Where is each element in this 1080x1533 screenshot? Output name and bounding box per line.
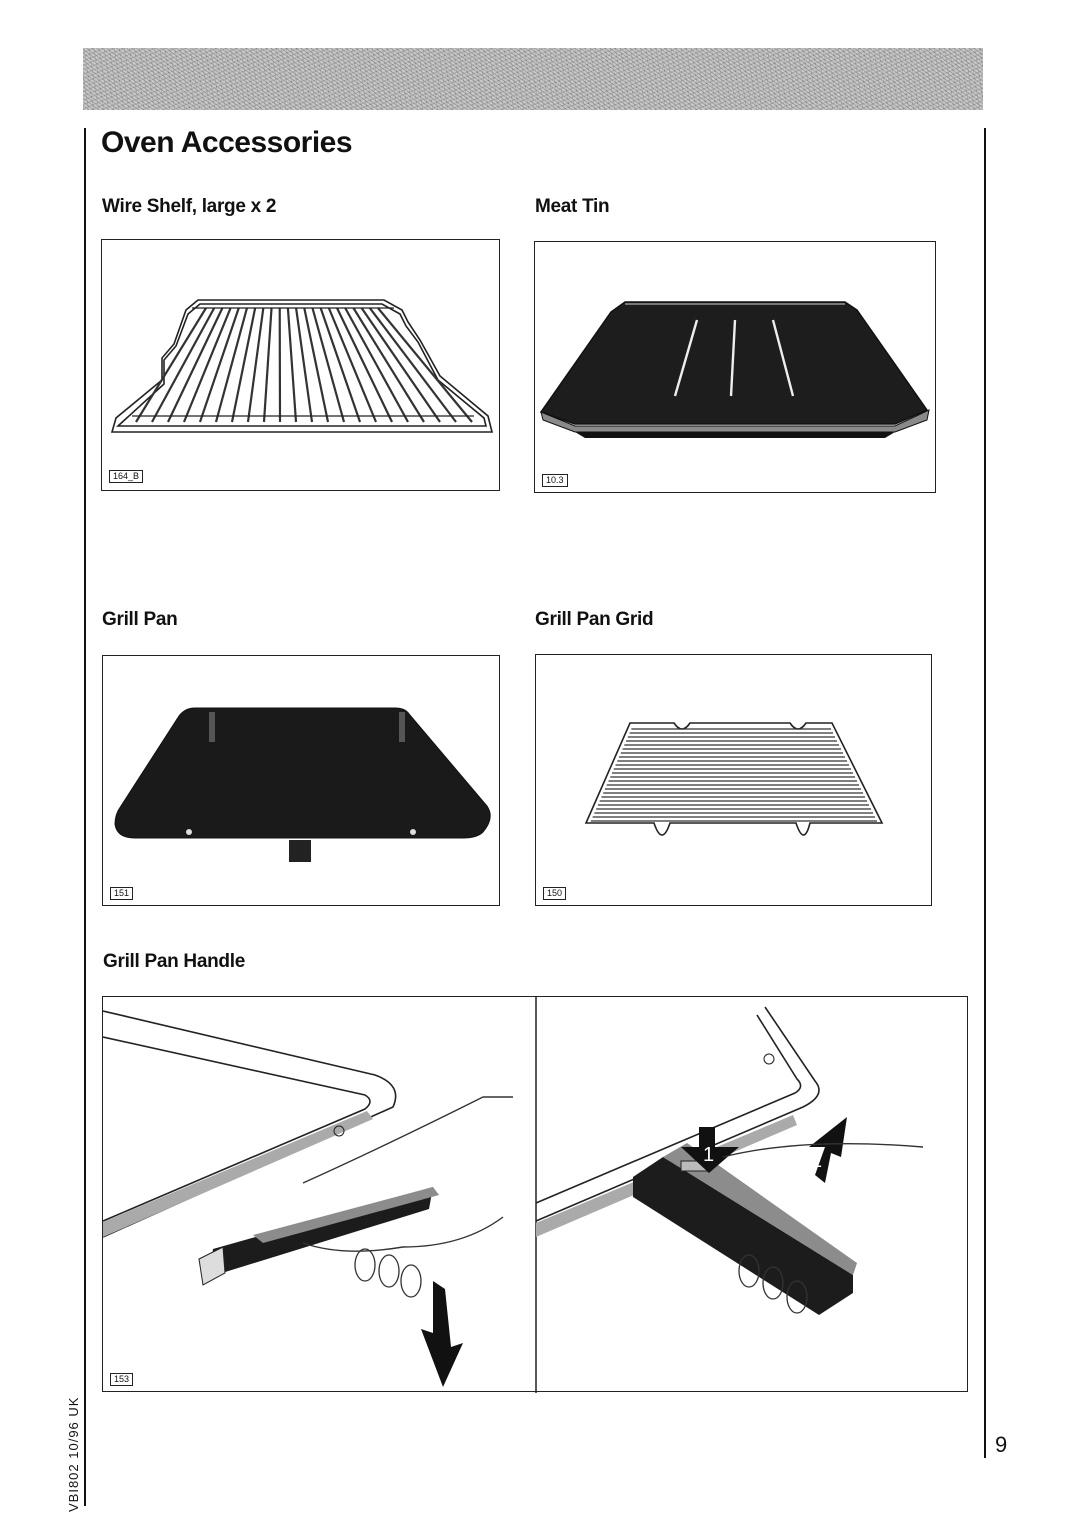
header-banner	[83, 48, 983, 110]
shelf-wire	[319, 307, 362, 423]
shelf-wire	[230, 307, 257, 423]
meat-tin-label: Meat Tin	[535, 196, 610, 217]
document-code: VBI802 10/96 UK	[66, 1312, 83, 1512]
wire-shelf-illustration	[110, 299, 494, 433]
step-1-marker: 1	[703, 1144, 714, 1166]
grill-pan-label: Grill Pan	[102, 609, 178, 630]
page-title: Oven Accessories	[101, 126, 353, 159]
grill-pan-handle-label: Grill Pan Handle	[103, 951, 245, 972]
shelf-wire	[344, 307, 409, 423]
shelf-wire	[311, 307, 346, 423]
shelf-wire	[182, 307, 232, 423]
shelf-wire	[336, 307, 393, 423]
shelf-wire	[246, 307, 265, 423]
shelf-wire	[327, 307, 378, 423]
shelf-wire	[262, 307, 273, 423]
document-code-text: VBI802 10/96 UK	[66, 1396, 81, 1512]
step-2-marker: 2	[811, 1150, 822, 1172]
shelf-wire	[135, 307, 207, 423]
meat-tin-code: 10.3	[542, 474, 568, 487]
grill-pan-grid-label: Grill Pan Grid	[535, 609, 654, 630]
shelf-wire	[360, 307, 441, 423]
grill-pan-grid-illustration	[584, 722, 884, 836]
shelf-wire	[151, 307, 216, 423]
shelf-wire	[214, 307, 249, 423]
wire-shelf-label: Wire Shelf, large x 2	[102, 196, 277, 217]
grill-pan-handle-code: 153	[110, 1373, 134, 1386]
left-margin-rule	[84, 128, 86, 1506]
grill-pan-figure: 151	[102, 655, 500, 906]
shelf-wire	[377, 307, 473, 423]
shelf-wire	[295, 307, 314, 423]
page-number: 9	[995, 1432, 1008, 1457]
shelf-wire	[198, 307, 240, 423]
grill-pan-grid-figure: 150	[535, 654, 932, 906]
shelf-wire	[303, 307, 330, 423]
shelf-wire	[352, 307, 425, 423]
grill-pan-illustration	[114, 707, 491, 862]
meat-tin-figure: 10.3	[534, 241, 936, 493]
wire-shelf-figure: 164_B	[101, 239, 500, 491]
meat-tin-illustration	[539, 301, 930, 438]
grill-pan-handle-illustration: 1 2	[103, 997, 924, 1393]
right-margin-rule	[984, 128, 986, 1458]
grill-pan-grid-code: 150	[543, 887, 567, 900]
grill-pan-handle-figure: 1 2 153	[102, 996, 968, 1393]
shelf-wire	[286, 307, 298, 423]
wire-shelf-code: 164_B	[109, 470, 144, 483]
grill-pan-code: 151	[110, 887, 134, 900]
shelf-wire	[167, 307, 224, 423]
shelf-wire	[368, 307, 457, 423]
